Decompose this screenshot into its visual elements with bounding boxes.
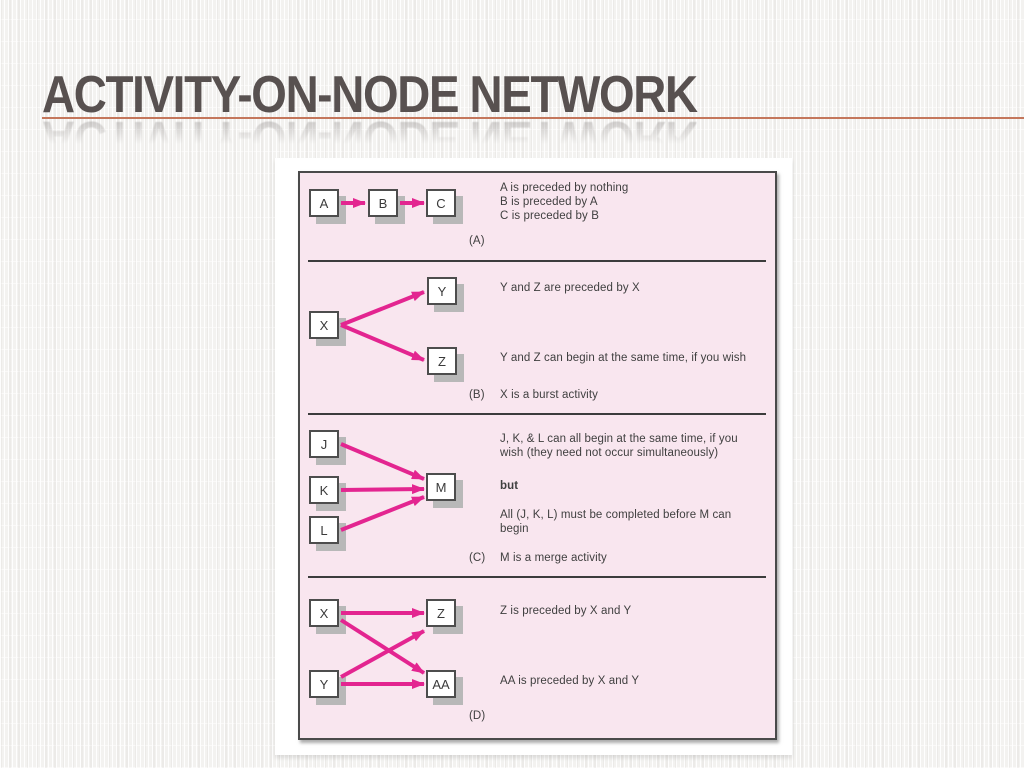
node-x2: X [309,599,339,627]
note-line: B is preceded by A [500,196,598,208]
title-underline [42,117,1024,119]
note-line: A is preceded by nothing [500,182,629,194]
section-label-d: (D) [469,710,486,722]
note-line: AA is preceded by X and Y [500,675,640,687]
node-m-merge: M [426,473,456,501]
note-line: All (J, K, L) must be completed before M… [500,509,732,521]
note-line: wish (they need not occur simultaneously… [500,447,719,459]
node-x-burst: X [309,311,339,339]
node-a: A [309,189,339,217]
note-line: begin [500,523,529,535]
section-divider [308,260,766,262]
note-line: C is preceded by B [500,210,599,222]
note-line-but: but [500,480,519,492]
note-line: J, K, & L can all begin at the same time… [500,433,738,445]
note-line: Y and Z can begin at the same time, if y… [500,352,747,364]
section-caption-c: M is a merge activity [500,552,607,564]
node-y: Y [427,277,457,305]
node-j: J [309,430,339,458]
node-l: L [309,516,339,544]
section-label-b: (B) [469,389,485,401]
section-label-a: (A) [469,235,485,247]
node-z: Z [427,347,457,375]
node-y2: Y [309,670,339,698]
node-k: K [309,476,339,504]
section-divider [308,413,766,415]
note-line: Y and Z are preceded by X [500,282,640,294]
section-label-c: (C) [469,552,486,564]
node-c: C [426,189,456,217]
slide-title: ACTIVITY-ON-NODE NETWORK [42,66,698,124]
aon-figure: A B C A is preceded by nothing B is prec… [275,158,792,755]
section-divider [308,576,766,578]
aon-panel: A B C A is preceded by nothing B is prec… [298,171,777,740]
node-z2: Z [426,599,456,627]
node-aa: AA [426,670,456,698]
note-line: Z is preceded by X and Y [500,605,632,617]
arrow-layer [339,198,426,689]
section-caption-b: X is a burst activity [500,389,598,401]
node-b: B [368,189,398,217]
